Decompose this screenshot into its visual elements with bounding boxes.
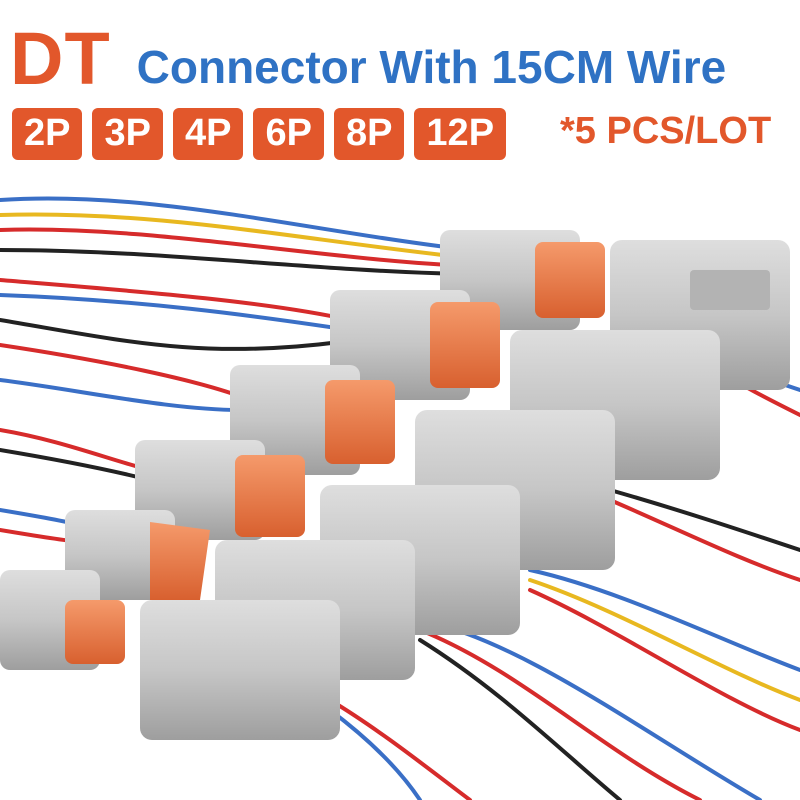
brand-title: DT: [10, 17, 111, 100]
badge-4p: 4P: [172, 108, 244, 160]
badge-8p: 8P: [333, 108, 405, 160]
connector-2p-plug: [140, 600, 340, 740]
product-photo: [0, 196, 800, 800]
badge-2p: 2P: [12, 108, 83, 160]
badge-6p: 6P: [253, 108, 324, 160]
pin-badges: 2P 3P 4P 6P 8P 12P: [12, 108, 507, 160]
badge-3p: 3P: [92, 108, 163, 160]
connector-2p: [0, 570, 125, 670]
badge-12p: 12P: [414, 108, 507, 160]
quantity-label: *5 PCS/LOT: [560, 110, 772, 152]
wire-bundle-left: [0, 196, 472, 544]
headline: DT Connector With 15CM Wire: [10, 0, 726, 96]
product-subtitle: Connector With 15CM Wire: [136, 41, 727, 93]
connector-8p: [330, 290, 500, 400]
